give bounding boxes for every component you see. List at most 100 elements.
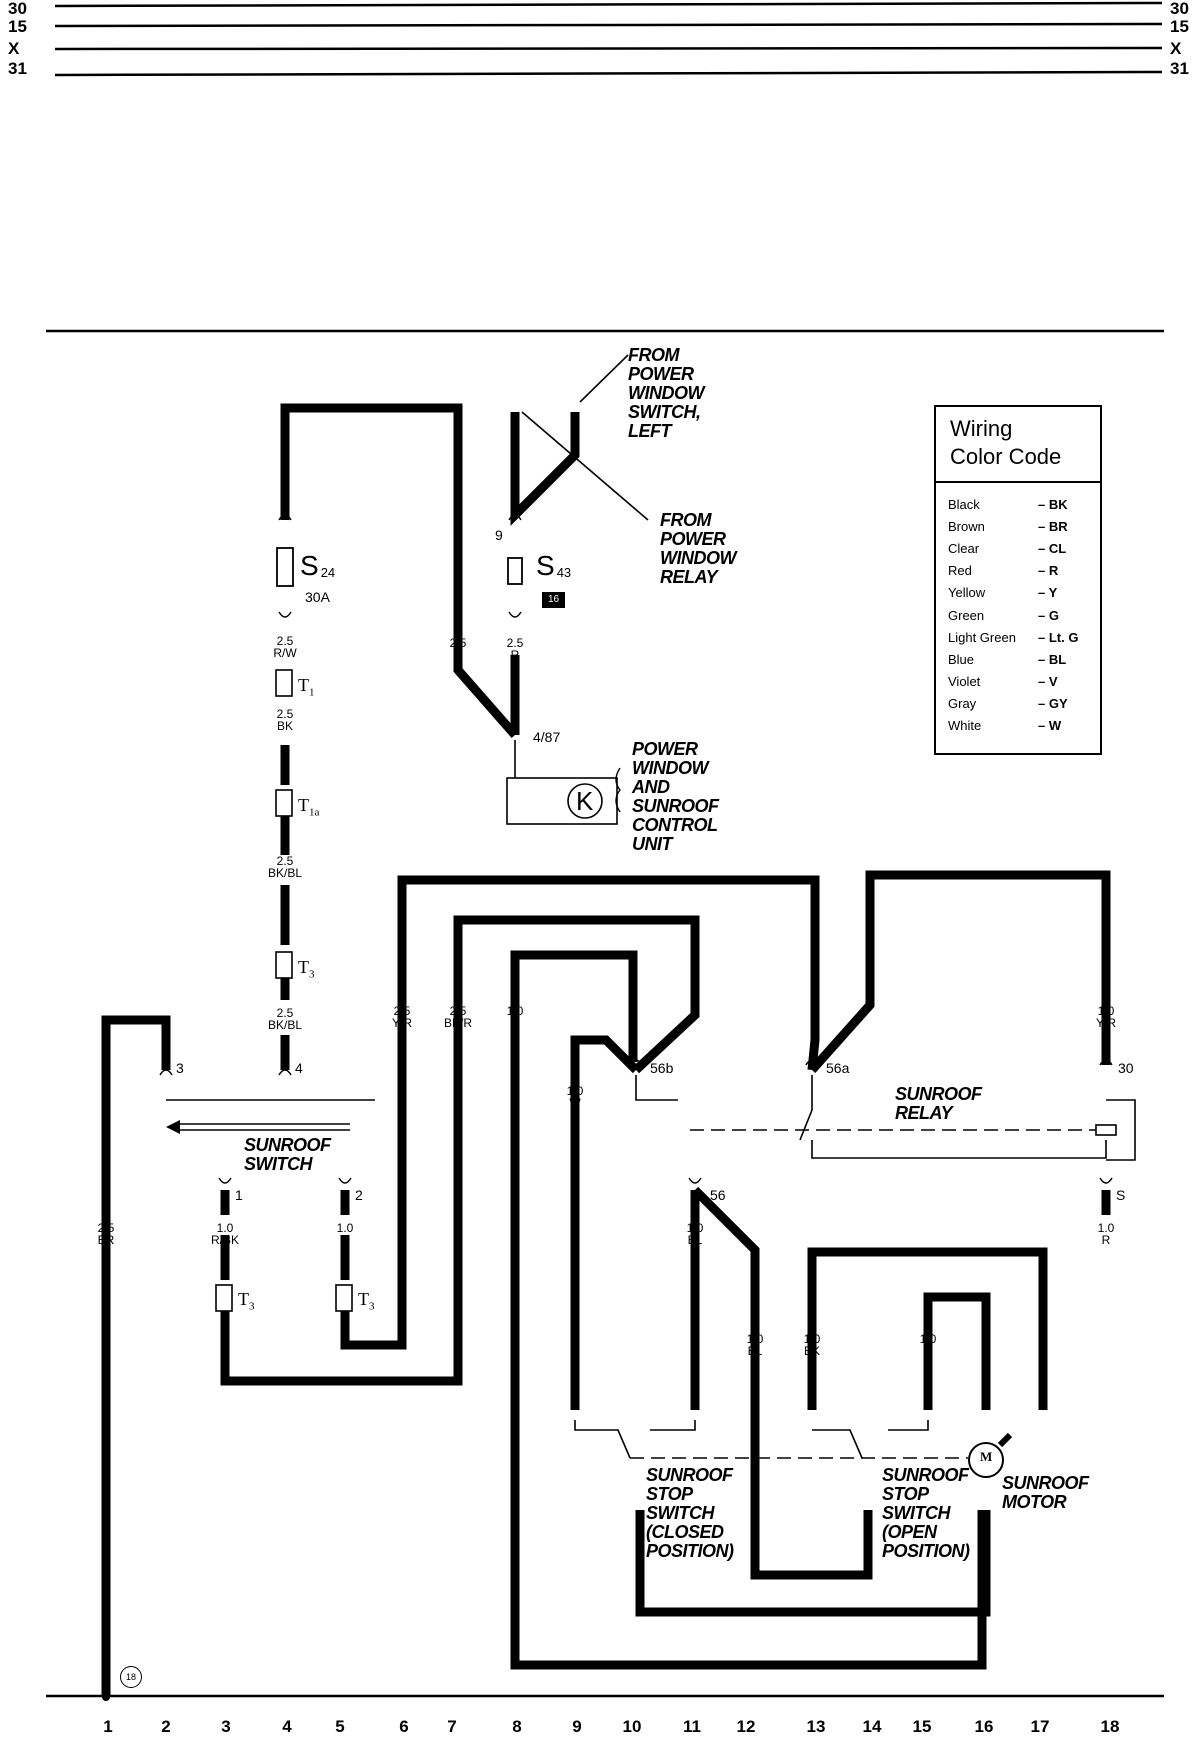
connector-t1a (275, 789, 293, 817)
wire-size: 1.0 (746, 1332, 764, 1346)
connector-number: 1a (309, 806, 320, 819)
wire-size: 1.0 (216, 1221, 234, 1235)
caption-line: SUNROOF (1002, 1473, 1089, 1493)
stop-open-thin-b (812, 1429, 863, 1459)
ground-reference-marker: 18 (120, 1666, 142, 1688)
wire-color: Y (340, 1233, 349, 1247)
caption-line: AND (632, 777, 670, 797)
legend-color-name: Brown (948, 518, 985, 534)
arrow-sw-2 (338, 1177, 352, 1184)
caption-line: POWER (632, 739, 698, 759)
arrow-sw-3 (159, 1069, 173, 1076)
relay-pin-56b: 56b (650, 1060, 674, 1076)
legend-table: Black– BK Brown– BR Clear– CL Red– R Yel… (948, 493, 1078, 737)
caption-line: MOTOR (1002, 1492, 1067, 1512)
connector-letter: T (298, 957, 309, 977)
legend-row: Brown– BR (948, 515, 1078, 537)
wire-color: BL (747, 1344, 763, 1358)
legend-color-code: – R (1038, 563, 1059, 579)
caption-line: SUNROOF (646, 1465, 733, 1485)
legend-color-code: – Y (1038, 585, 1058, 601)
wire-col10-closed-loop (635, 1510, 991, 1617)
caption-line: RELAY (895, 1103, 953, 1123)
legend-title: Wiring Color Code (936, 407, 1100, 483)
fuse-s43-pin: 9 (495, 527, 503, 543)
wire-color: R (453, 648, 463, 662)
leader-from-switch (579, 354, 629, 403)
connector-housings (215, 669, 353, 1312)
connector-number: 3 (309, 968, 315, 981)
wire-col18-yr (808, 870, 1111, 1073)
wire-color: W (569, 1096, 581, 1110)
relay-pin-30: 30 (1118, 1060, 1134, 1076)
caption-line: LEFT (628, 421, 671, 441)
wire-size: 2.5 (276, 1006, 294, 1020)
relay-coil-loop (1106, 1099, 1136, 1161)
wire-s43-from-switch (510, 412, 580, 526)
wire-color: Y (510, 1016, 519, 1030)
caption-from-power-window-switch: FROM POWER WINDOW SWITCH, LEFT (628, 346, 704, 441)
wire-size: 1.0 (336, 1221, 354, 1235)
connector-letter: T (298, 795, 309, 815)
legend-color-name: Black (948, 496, 980, 512)
caption-line: SWITCH, (628, 402, 701, 422)
connector-t3-upper (275, 951, 293, 979)
sunroof-switch-pin-3: 3 (176, 1060, 184, 1076)
caption-line: SUNROOF (244, 1135, 331, 1155)
rail-label-x-right: X (1170, 39, 1182, 58)
column-tick: 3 (221, 1717, 231, 1736)
caption-line: SUNROOF (895, 1084, 982, 1104)
caption-from-power-window-relay: FROM POWER WINDOW RELAY (660, 511, 736, 587)
caption-line: POWER (628, 364, 694, 384)
legend-title-line: Color Code (950, 444, 1062, 469)
caption-line: SWITCH (244, 1154, 312, 1174)
wire-col2-br (101, 1015, 171, 1695)
legend-color-code: – CL (1038, 540, 1067, 556)
wire-color: G (923, 1344, 933, 1358)
caption-sunroof-relay: SUNROOF RELAY (895, 1085, 982, 1123)
control-unit-pin: 4/87 (533, 729, 561, 745)
legend-color-code: – BK (1038, 496, 1068, 512)
arrow-sw-1 (218, 1177, 232, 1184)
motor-symbol: M (980, 1449, 993, 1464)
fuse-letter: S (536, 550, 555, 581)
rail-15-line (54, 22, 1163, 28)
caption-line: SUNROOF (632, 796, 719, 816)
legend-title-line: Wiring (950, 416, 1013, 441)
rail-label-15-left: 15 (8, 17, 27, 36)
ground-dot (102, 1693, 110, 1701)
fuse-letter: S (300, 550, 319, 581)
thick-wires (101, 403, 1111, 1695)
connector-letter: T (298, 675, 309, 695)
relay-thin-c (811, 1140, 1107, 1159)
column-tick: 15 (912, 1717, 932, 1736)
wire-color: R (1101, 1233, 1111, 1247)
power-rails (54, 1, 1163, 77)
legend-color-code: – G (1038, 607, 1059, 623)
legend-color-code: – V (1038, 674, 1058, 690)
wire-col7-bkr-loop (220, 915, 700, 1386)
caption-line: SWITCH (882, 1503, 950, 1523)
column-tick: 8 (512, 1717, 522, 1736)
wire-color: BK/R (443, 1016, 473, 1030)
wire-size: 2.5 (276, 854, 294, 868)
wire-size: 2.5 (97, 1221, 115, 1235)
wire-col9-w (570, 1035, 640, 1410)
arrow-sw-4 (278, 1069, 292, 1076)
stop-open-thin (888, 1420, 929, 1431)
arrow-56 (688, 1177, 702, 1184)
caption-line: POSITION) (882, 1541, 970, 1561)
wiring-color-code-legend: Wiring Color Code Black– BK Brown– BR Cl… (934, 405, 1102, 755)
legend-color-name: Green (948, 607, 985, 623)
caption-line: SUNROOF (882, 1465, 969, 1485)
wire-color: Y/R (391, 1016, 413, 1030)
caption-line: UNIT (632, 834, 672, 854)
caption-line: RELAY (660, 567, 718, 587)
